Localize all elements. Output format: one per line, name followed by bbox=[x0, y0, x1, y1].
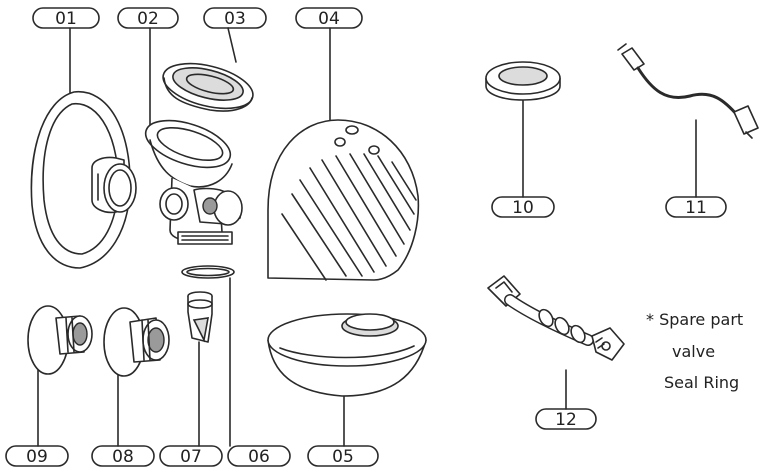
label-11: 11 bbox=[665, 196, 727, 218]
part-03-silicone-insert bbox=[162, 62, 254, 112]
label-08: 08 bbox=[91, 445, 155, 467]
label-04: 04 bbox=[295, 7, 363, 29]
svg-text:07: 07 bbox=[180, 447, 202, 467]
part-05-milk-cup bbox=[267, 313, 427, 397]
label-06: 06 bbox=[227, 445, 291, 467]
svg-text:06: 06 bbox=[248, 447, 270, 467]
label-07: 07 bbox=[159, 445, 223, 467]
spare-part-note: * Spare part valve Seal Ring bbox=[646, 310, 743, 392]
part-06-seal-ring bbox=[181, 265, 235, 279]
note-line-3: Seal Ring bbox=[664, 373, 739, 392]
part-09-insert-small bbox=[27, 305, 93, 375]
part-08-insert-large bbox=[103, 307, 170, 377]
note-line-1: * Spare part bbox=[646, 310, 743, 329]
svg-text:09: 09 bbox=[26, 447, 48, 467]
svg-text:12: 12 bbox=[555, 410, 577, 430]
part-01-breast-shield bbox=[30, 91, 137, 269]
svg-text:02: 02 bbox=[137, 9, 159, 29]
part-10-cap bbox=[485, 61, 561, 101]
part-02-pump-body bbox=[144, 119, 243, 245]
label-01: 01 bbox=[32, 7, 100, 29]
part-11-usb-cable bbox=[617, 43, 759, 139]
leader-lines bbox=[37, 27, 697, 447]
housing-stripes bbox=[281, 153, 417, 281]
part-12-strap bbox=[487, 275, 625, 361]
part-07-valve bbox=[187, 291, 213, 343]
label-02: 02 bbox=[117, 7, 179, 29]
label-05: 05 bbox=[307, 445, 379, 467]
svg-text:03: 03 bbox=[224, 9, 246, 29]
svg-text:11: 11 bbox=[685, 198, 707, 218]
svg-text:04: 04 bbox=[318, 9, 340, 29]
label-12: 12 bbox=[535, 408, 597, 430]
part-04-motor-housing bbox=[267, 119, 420, 281]
label-03: 03 bbox=[203, 7, 267, 29]
label-09: 09 bbox=[5, 445, 69, 467]
note-line-2: valve bbox=[672, 342, 715, 361]
svg-text:01: 01 bbox=[55, 9, 77, 29]
svg-text:10: 10 bbox=[512, 198, 534, 218]
svg-text:05: 05 bbox=[332, 447, 354, 467]
label-10: 10 bbox=[491, 196, 555, 218]
svg-text:08: 08 bbox=[112, 447, 134, 467]
